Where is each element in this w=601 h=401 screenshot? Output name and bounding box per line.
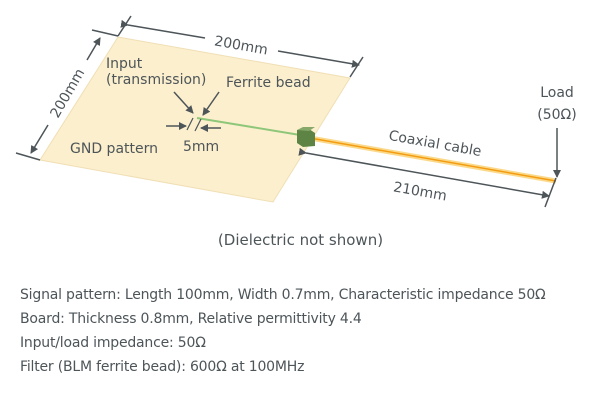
coax-length-dimension <box>298 147 557 208</box>
callout-arrows <box>166 91 221 132</box>
spec-signal-pattern: Signal pattern: Length 100mm, Width 0.7m… <box>20 287 546 303</box>
load-label: Load <box>540 85 574 101</box>
gnd-board <box>39 36 351 203</box>
gap-label: 5mm <box>183 139 219 155</box>
dielectric-caption: (Dielectric not shown) <box>217 231 384 249</box>
spec-filter: Filter (BLM ferrite bead): 600Ω at 100MH… <box>20 359 305 375</box>
board-width-dimension <box>117 15 364 78</box>
gnd-pattern-label: GND pattern <box>70 141 158 157</box>
ferrite-bead-label: Ferrite bead <box>226 75 311 91</box>
load-impedance-label: (50Ω) <box>537 107 576 123</box>
board-depth-dimension <box>15 29 119 161</box>
input-gap-marks <box>186 117 202 132</box>
ferrite-bead <box>297 127 315 147</box>
spec-impedance: Input/load impedance: 50Ω <box>20 335 206 351</box>
spec-board: Board: Thickness 0.8mm, Relative permitt… <box>20 311 362 327</box>
input-label-sub: (transmission) <box>106 72 206 88</box>
coax-length-label: 210mm <box>392 179 448 204</box>
input-label: Input <box>106 56 143 72</box>
signal-pattern <box>196 117 301 136</box>
